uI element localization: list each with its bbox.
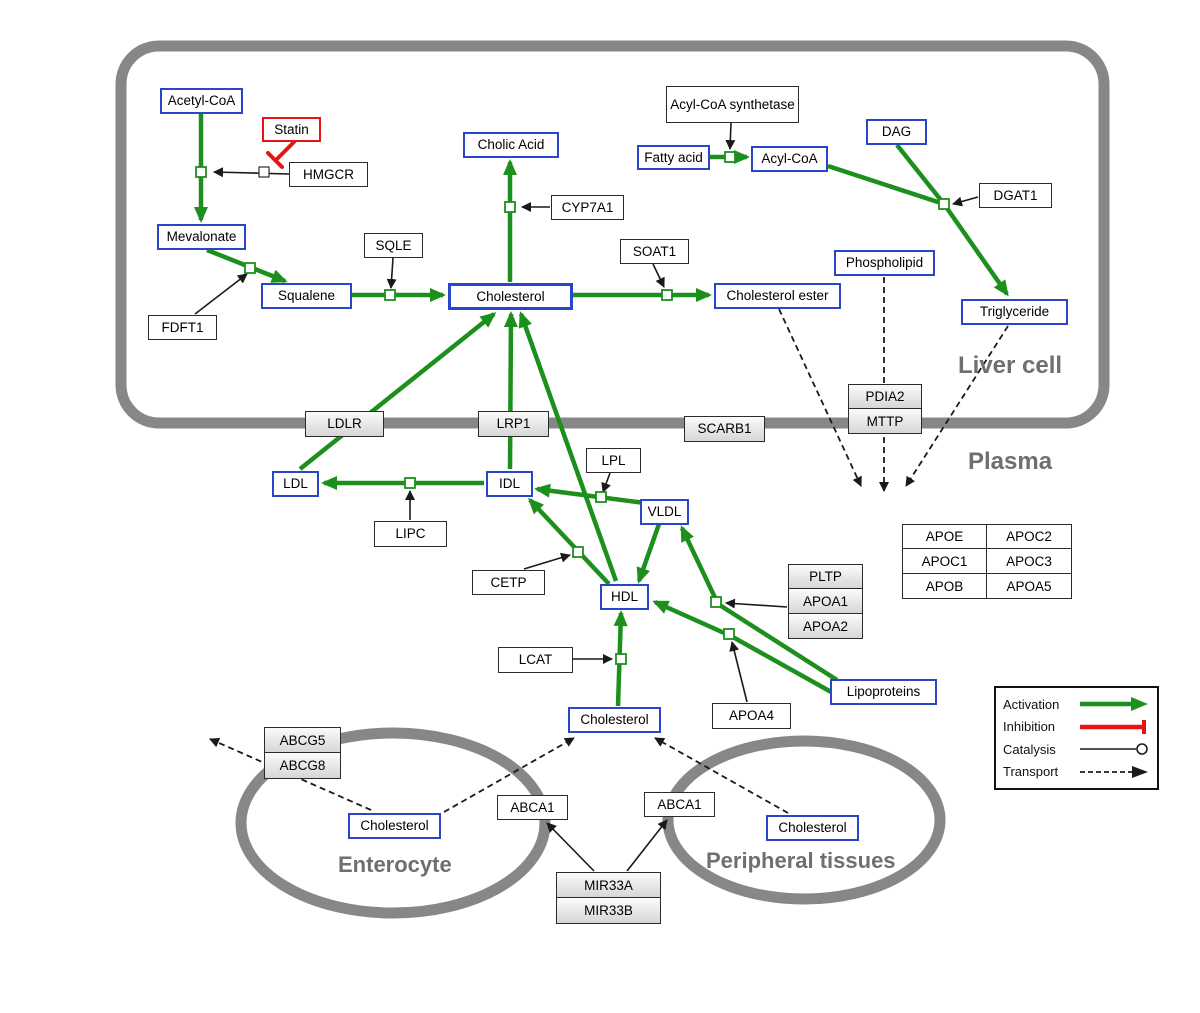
node-pdia2[interactable]: PDIA2	[848, 384, 922, 409]
node-soat1[interactable]: SOAT1	[620, 239, 689, 264]
node-apoa4[interactable]: APOA4	[712, 703, 791, 729]
node-lpl[interactable]: LPL	[586, 448, 641, 473]
stack-pltp-apoa1-apoa2: PLTP APOA1 APOA2	[788, 564, 863, 639]
catalysis-edges	[194, 122, 979, 872]
legend-row-inhibition: Inhibition	[1003, 716, 1150, 738]
node-apoe[interactable]: APOE	[902, 524, 987, 549]
node-lipc[interactable]: LIPC	[374, 521, 447, 547]
node-apoc3[interactable]: APOC3	[987, 549, 1072, 574]
node-abca1-peripheral[interactable]: ABCA1	[644, 792, 715, 817]
legend: Activation Inhibition Catalysis Transpor…	[994, 686, 1159, 790]
node-idl[interactable]: IDL	[486, 471, 533, 497]
node-cholic-acid[interactable]: Cholic Acid	[463, 132, 559, 158]
node-abcg5[interactable]: ABCG5	[264, 727, 341, 753]
node-cholesterol-ester[interactable]: Cholesterol ester	[714, 283, 841, 309]
node-lipoproteins[interactable]: Lipoproteins	[830, 679, 937, 705]
node-acyl-coa-synthetase[interactable]: Acyl-CoA synthetase	[666, 86, 799, 123]
node-mttp[interactable]: MTTP	[848, 409, 922, 434]
legend-row-catalysis: Catalysis	[1003, 738, 1150, 760]
node-apob[interactable]: APOB	[902, 574, 987, 599]
node-statin[interactable]: Statin	[262, 117, 321, 142]
reaction-node-squares	[195, 151, 950, 665]
liver-cell-membrane	[115, 40, 1110, 429]
node-cholesterol-plasma[interactable]: Cholesterol	[568, 707, 661, 733]
node-cholesterol-liver[interactable]: Cholesterol	[448, 283, 573, 310]
node-squalene[interactable]: Squalene	[261, 283, 352, 309]
node-apoa5[interactable]: APOA5	[987, 574, 1072, 599]
catalysis-anchor-square	[258, 166, 270, 178]
node-fatty-acid[interactable]: Fatty acid	[637, 145, 710, 170]
node-cyp7a1[interactable]: CYP7A1	[551, 195, 624, 220]
node-apoa1[interactable]: APOA1	[788, 589, 863, 614]
node-dgat1[interactable]: DGAT1	[979, 183, 1052, 208]
stack-abcg5-abcg8: ABCG5 ABCG8	[264, 727, 341, 779]
node-apoa2[interactable]: APOA2	[788, 614, 863, 639]
region-label-peripheral-tissues: Peripheral tissues	[706, 848, 896, 873]
node-vldl[interactable]: VLDL	[640, 499, 689, 525]
legend-inhibition-label: Inhibition	[1003, 719, 1056, 735]
node-phospholipid[interactable]: Phospholipid	[834, 250, 935, 276]
legend-row-activation: Activation	[1003, 693, 1150, 715]
inhibition-tbar-icon	[1080, 719, 1146, 734]
node-mir33a[interactable]: MIR33A	[556, 872, 661, 898]
node-hdl[interactable]: HDL	[600, 584, 649, 610]
stack-mir33: MIR33A MIR33B	[556, 872, 661, 924]
node-mevalonate[interactable]: Mevalonate	[157, 224, 246, 250]
transport-dashed-arrow-icon	[1080, 765, 1148, 778]
peripheral-tissues-membrane	[662, 735, 946, 905]
inhibition-edge	[266, 140, 296, 169]
legend-activation-label: Activation	[1003, 696, 1060, 712]
enterocyte-membrane	[235, 727, 551, 919]
node-lrp1[interactable]: LRP1	[478, 411, 549, 437]
node-sqle[interactable]: SQLE	[364, 233, 423, 258]
catalysis-circle-icon	[1080, 743, 1148, 756]
node-hmgcr[interactable]: HMGCR	[289, 162, 368, 187]
activation-arrow-icon	[1080, 697, 1148, 711]
apolipoprotein-table: APOE APOC2 APOC1 APOC3 APOB APOA5	[902, 524, 1072, 599]
node-triglyceride[interactable]: Triglyceride	[961, 299, 1068, 325]
region-label-liver-cell: Liver cell	[958, 352, 1063, 379]
legend-transport-label: Transport	[1003, 764, 1059, 780]
node-cetp[interactable]: CETP	[472, 570, 545, 595]
node-abca1-enterocyte[interactable]: ABCA1	[497, 795, 568, 820]
transport-edges	[209, 277, 1009, 814]
node-pltp[interactable]: PLTP	[788, 564, 863, 589]
node-ldl[interactable]: LDL	[272, 471, 319, 497]
node-apoc1[interactable]: APOC1	[902, 549, 987, 574]
node-dag[interactable]: DAG	[866, 119, 927, 145]
region-label-plasma: Plasma	[968, 448, 1053, 475]
stack-pdia2-mttp: PDIA2 MTTP	[848, 384, 922, 434]
node-cholesterol-enterocyte[interactable]: Cholesterol	[348, 813, 441, 839]
node-fdft1[interactable]: FDFT1	[148, 315, 217, 340]
node-mir33b[interactable]: MIR33B	[556, 898, 661, 924]
node-acyl-coa[interactable]: Acyl-CoA	[751, 146, 828, 172]
node-ldlr[interactable]: LDLR	[305, 411, 384, 437]
node-scarb1[interactable]: SCARB1	[684, 416, 765, 442]
node-lcat[interactable]: LCAT	[498, 647, 573, 673]
legend-row-transport: Transport	[1003, 761, 1150, 783]
node-cholesterol-peripheral[interactable]: Cholesterol	[766, 815, 859, 841]
region-label-enterocyte: Enterocyte	[338, 852, 452, 877]
node-apoc2[interactable]: APOC2	[987, 524, 1072, 549]
legend-catalysis-label: Catalysis	[1003, 741, 1056, 757]
node-acetyl-coa[interactable]: Acetyl-CoA	[160, 88, 243, 114]
node-abcg8[interactable]: ABCG8	[264, 753, 341, 779]
